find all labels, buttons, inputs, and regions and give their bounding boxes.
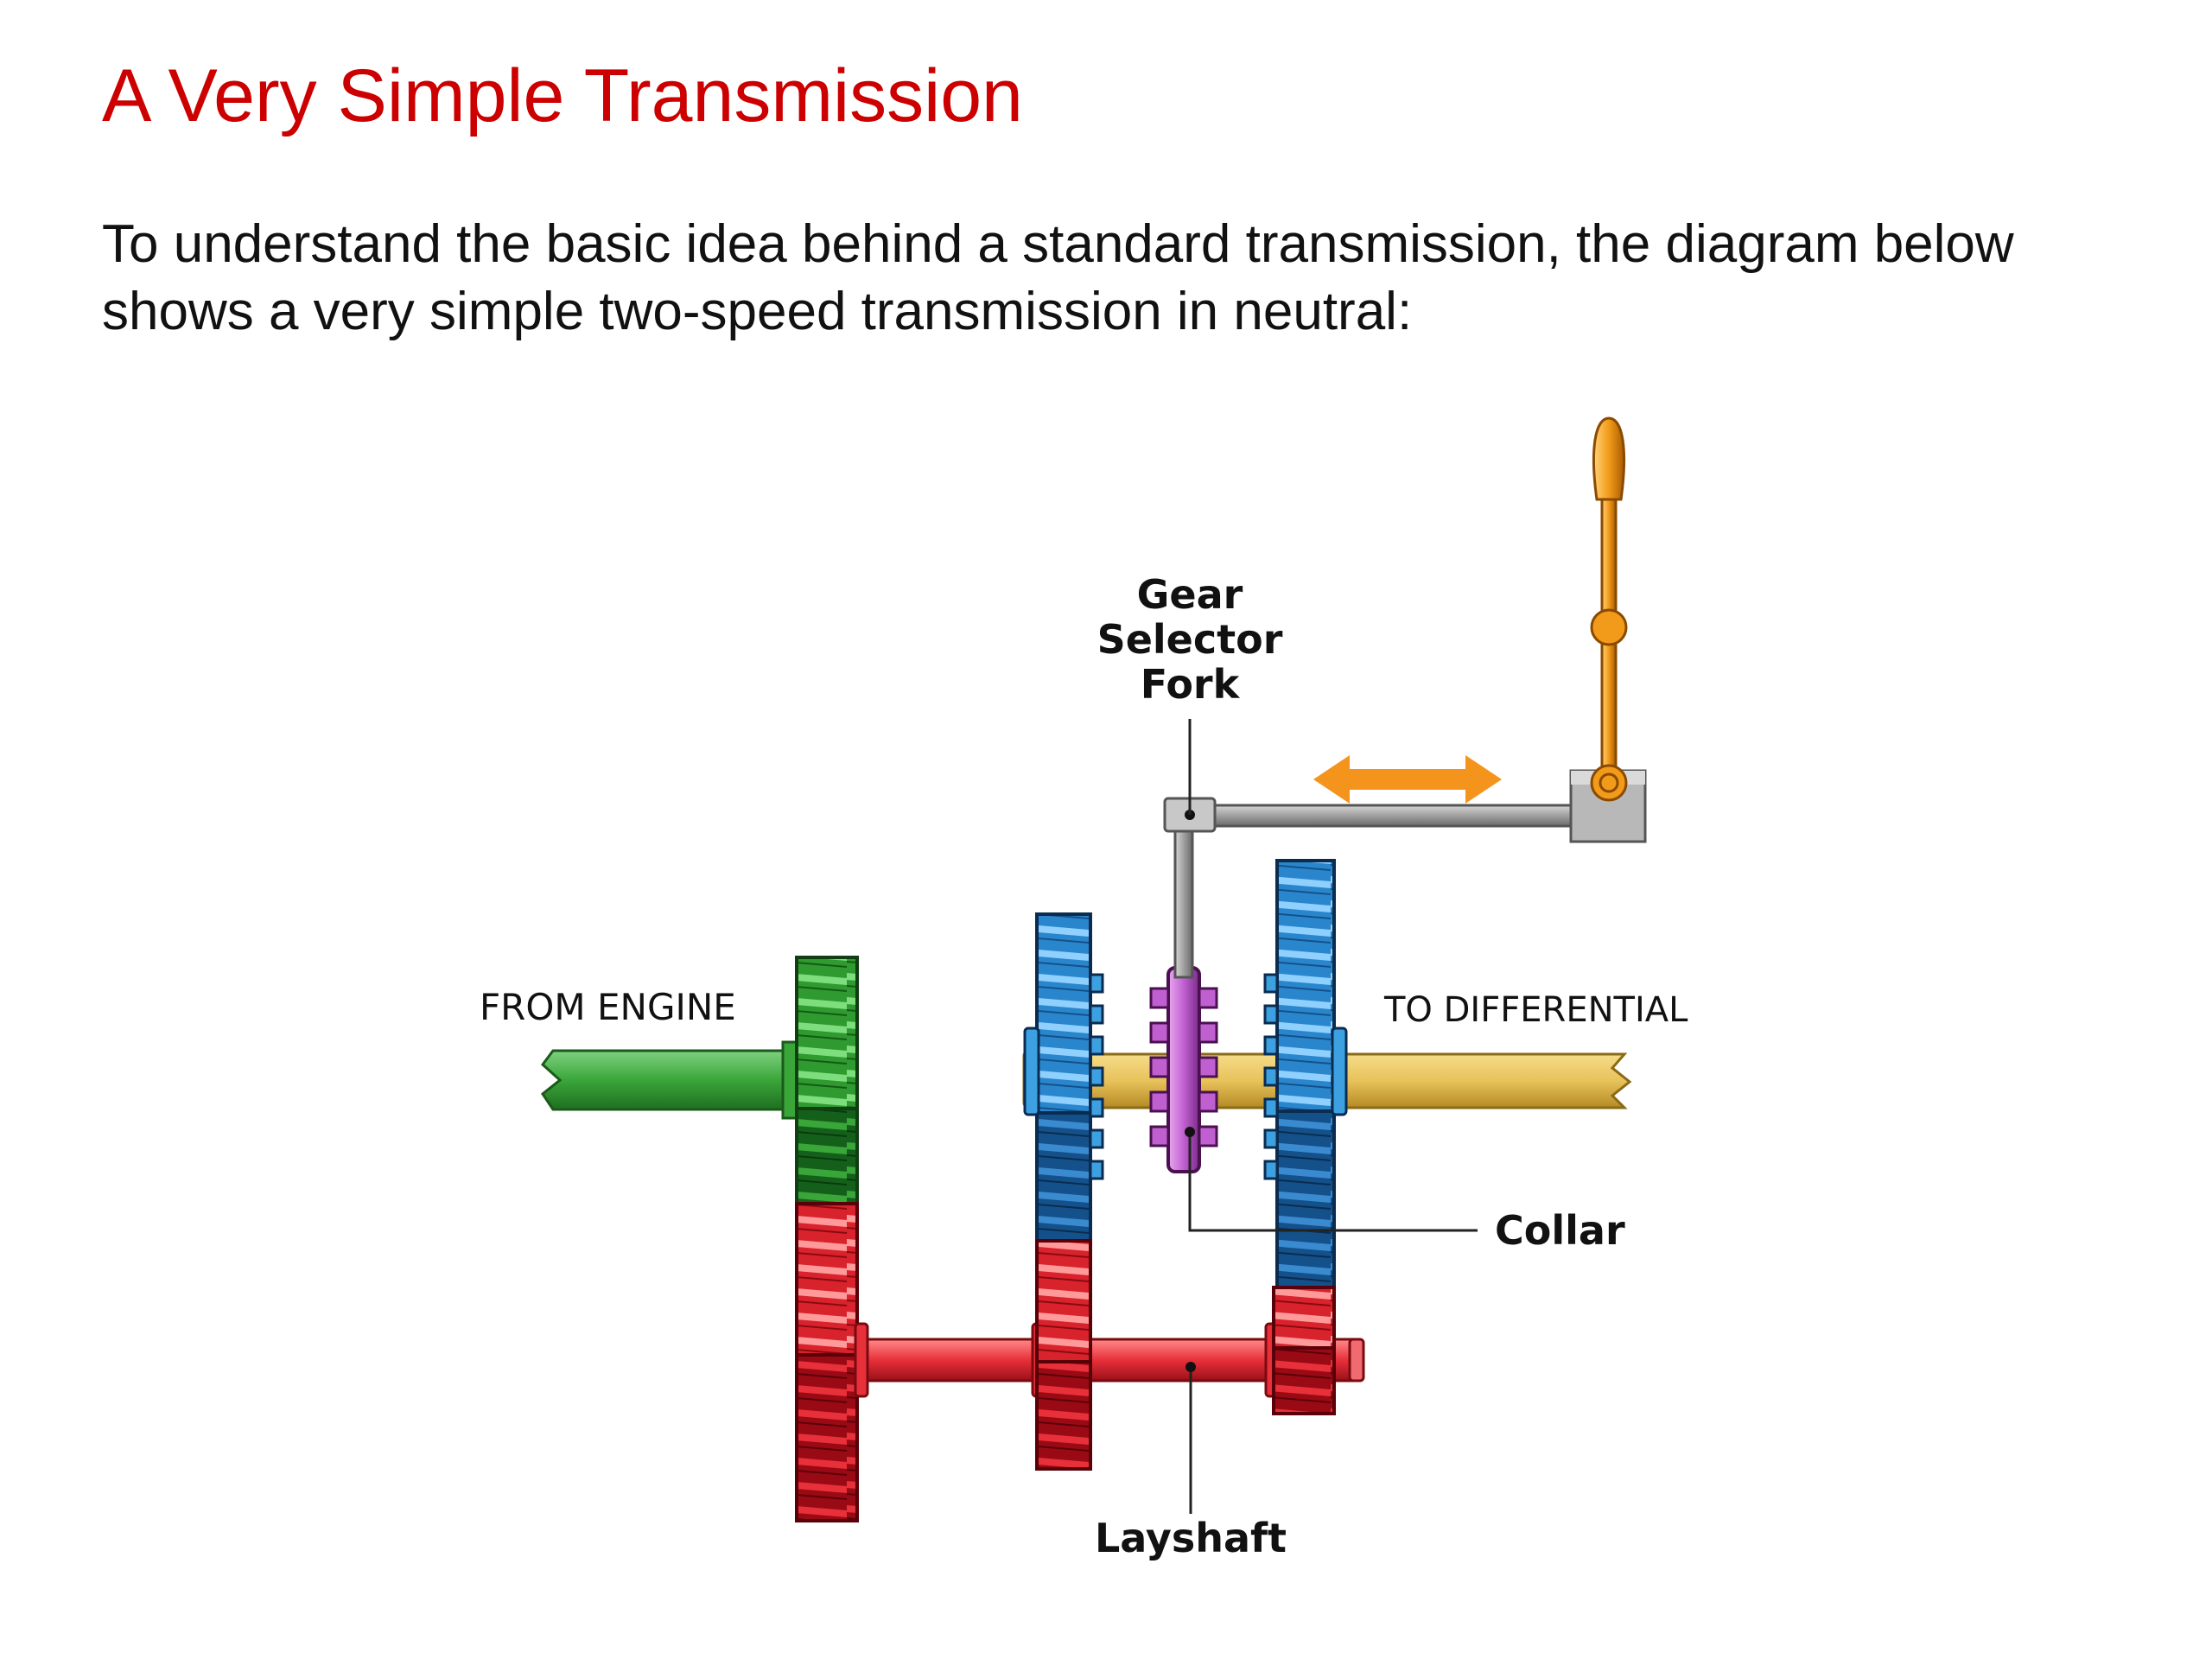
first-speed-gear (1023, 912, 1104, 1243)
layshaft-gear-2 (1272, 1286, 1336, 1415)
gear-selector-fork (1163, 769, 1647, 979)
gear-selector-fork-label-line-2: Selector (1097, 616, 1283, 663)
large-layshaft-gear (795, 1202, 859, 1522)
from-engine-label: FROM ENGINE (480, 986, 736, 1028)
page-title: A Very Simple Transmission (102, 54, 1023, 137)
gear-selector-fork-label-line-3: Fork (1141, 661, 1241, 708)
layshaft-label: Layshaft (1095, 1515, 1287, 1561)
leader-lines (1188, 719, 1478, 1514)
second-speed-gear (1263, 859, 1348, 1291)
layshaft-gear-1 (1035, 1239, 1092, 1471)
to-differential-label: TO DIFFERENTIAL (1383, 990, 1688, 1030)
gear-lever (1590, 416, 1628, 802)
shift-direction-arrow (1313, 755, 1502, 804)
intro-paragraph: To understand the basic idea behind a st… (102, 214, 2014, 341)
collar (1149, 966, 1218, 1173)
input-gear (795, 956, 859, 1205)
gear-selector-fork-label-line-1: Gear (1137, 571, 1243, 618)
collar-label: Collar (1495, 1207, 1625, 1254)
input-shaft (540, 1040, 810, 1120)
